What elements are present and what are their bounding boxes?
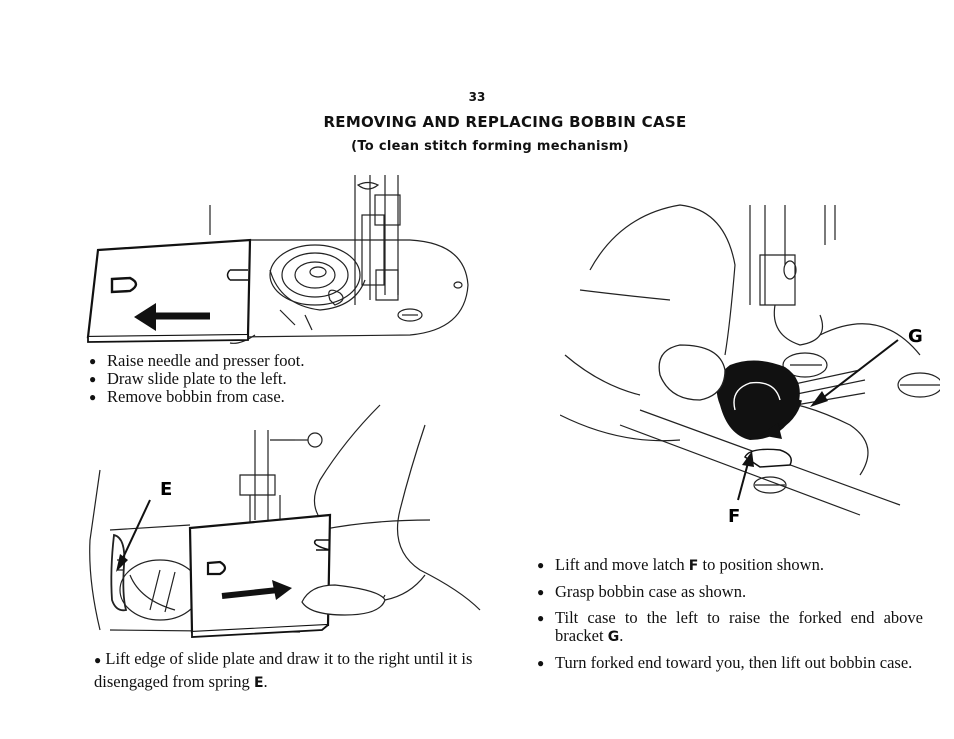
steps-top-left: Raise needle and presser foot. Draw slid… — [89, 352, 304, 407]
step-item: Draw slide plate to the left. — [89, 370, 304, 389]
step-text: Tilt case to the left to raise the forke… — [555, 608, 923, 645]
slide-plate-left-illustration — [86, 175, 469, 344]
slide-plate-right-illustration: E — [89, 404, 481, 638]
step-bottom-left-text: Lift edge of slide plate and draw it to … — [94, 649, 473, 691]
step-after: . — [619, 626, 624, 645]
step-text: Turn forked end toward you, then lift ou… — [555, 653, 913, 672]
step-bottom-left: ● Lift edge of slide plate and draw it t… — [94, 649, 473, 691]
page-number: 33 — [468, 90, 486, 104]
bobbin-case-removal-illustration: G F — [560, 204, 940, 527]
step-after: to position shown. — [702, 555, 824, 574]
step-item: Lift and move latch F to position shown. — [537, 556, 923, 575]
step-item: Tilt case to the left to raise the forke… — [537, 609, 923, 646]
step-bottom-left-end: . — [263, 672, 268, 691]
ref-e: E — [253, 675, 264, 691]
label-g: G — [908, 326, 923, 347]
steps-right: Lift and move latch F to position shown.… — [537, 556, 923, 680]
step-item: Turn forked end toward you, then lift ou… — [537, 653, 923, 673]
step-text: Lift and move latch — [555, 555, 685, 574]
label-e: E — [160, 479, 172, 500]
ref-g: G — [607, 629, 620, 645]
step-item: Raise needle and presser foot. — [89, 352, 304, 371]
page-title: REMOVING AND REPLACING BOBBIN CASE — [323, 113, 687, 131]
step-item: Remove bobbin from case. — [89, 388, 304, 407]
page-subtitle: (To clean stitch forming mechanism) — [351, 139, 629, 154]
step-item: Grasp bobbin case as shown. — [537, 582, 923, 602]
ref-f: F — [688, 558, 699, 574]
label-f: F — [728, 506, 740, 527]
step-text: Grasp bobbin case as shown. — [555, 582, 747, 601]
